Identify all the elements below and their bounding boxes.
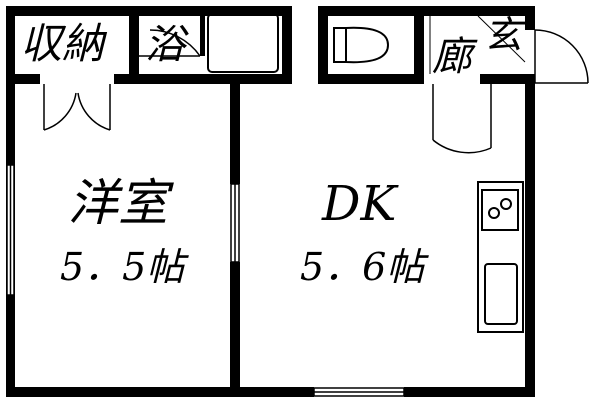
western-room-size: 5．5帖 [60,245,189,289]
hallway-label: 廊 [432,34,478,80]
toilet-icon [333,26,390,64]
sink-icon [484,263,518,325]
bath-label: 浴 [145,22,189,68]
closet-double-door [43,84,111,131]
doors [43,29,589,154]
western-room-name: 洋室 [68,174,174,232]
entrance-label: 玄 [484,13,527,57]
bathtub-icon [207,13,279,73]
dk-size: 5．6帖 [300,245,429,289]
stove-icon [481,189,519,231]
dk-name: DK [321,176,399,232]
hall-door [432,84,492,154]
entrance-door [534,29,589,84]
windows [6,164,405,397]
bath-door [139,29,201,57]
kitchen-counter [477,181,524,333]
closet-label: 収納 [20,19,108,68]
hallway-floor [429,15,526,74]
